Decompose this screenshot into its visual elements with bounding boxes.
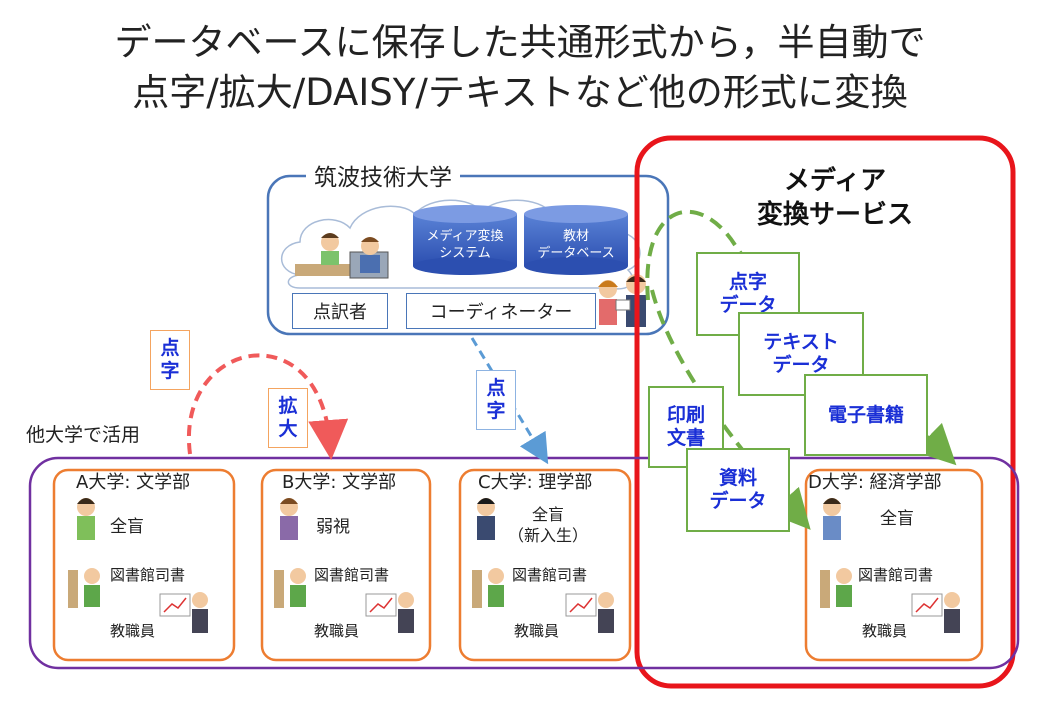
- tag-ebook: 電子書籍: [804, 374, 928, 456]
- univ-d-student: 全盲: [880, 509, 914, 529]
- univ-b-faculty: 教職員: [314, 622, 360, 640]
- univ-b-student: 弱視: [316, 517, 350, 537]
- braille-transcriber-label: 点訳者: [292, 293, 388, 329]
- media-service-box: [634, 135, 1016, 689]
- other-univ-label: 他大学で活用: [26, 424, 141, 446]
- univ-d-librarian: 図書館司書: [858, 566, 934, 584]
- arrow-print-to-d: [650, 289, 811, 530]
- page-title-line2: 点字/拡大/DAISY/テキストなど他の形式に変換: [132, 71, 908, 114]
- db-materials-icon: [524, 205, 628, 275]
- student-icon: [77, 498, 95, 540]
- coordinator-label: コーディネーター: [406, 293, 596, 329]
- db-materials-label: 教材 データベース: [537, 229, 615, 261]
- univ-c-student: 全盲 （新入生）: [508, 505, 589, 545]
- db-media-conversion-label: メディア変換 システム: [426, 229, 504, 261]
- arrow-a-to-b: [186, 353, 349, 460]
- univ-a-name: A大学: 文学部: [76, 472, 191, 493]
- librarian-icon: [472, 568, 504, 608]
- librarian-icon: [68, 568, 100, 608]
- univ-c-name: C大学: 理学部: [478, 472, 593, 493]
- univ-b-name: B大学: 文学部: [282, 472, 397, 493]
- univ-a-faculty: 教職員: [110, 622, 156, 640]
- univ-d-name: D大学: 経済学部: [808, 472, 942, 493]
- univ-c-faculty: 教職員: [514, 622, 560, 640]
- transcribers-icon: [295, 233, 389, 279]
- tag-braille-orange: 点 字: [150, 330, 190, 390]
- univ-d-faculty: 教職員: [862, 622, 908, 640]
- faculty-icon: [911, 592, 960, 633]
- univ-c-librarian: 図書館司書: [512, 566, 588, 584]
- librarian-icon: [820, 568, 852, 608]
- tag-printed-doc: 印刷 文書: [648, 386, 724, 468]
- tag-material-data: 資料 データ: [686, 448, 790, 532]
- faculty-icon: [565, 592, 614, 633]
- student-icon: [823, 498, 841, 540]
- faculty-icon: [365, 592, 414, 633]
- tag-braille-blue: 点 字: [476, 370, 516, 430]
- db-media-conversion-icon: [413, 205, 517, 275]
- tag-large-print: 拡 大: [268, 388, 308, 448]
- page-title-line1: データベースに保存した共通形式から，半自動で: [114, 21, 926, 64]
- student-icon: [280, 498, 298, 540]
- faculty-icon: [159, 592, 208, 633]
- librarian-icon: [274, 568, 306, 608]
- tsukuba-title: 筑波技術大学: [306, 158, 460, 192]
- univ-a-librarian: 図書館司書: [110, 566, 186, 584]
- univ-a-student: 全盲: [110, 517, 144, 537]
- media-service-title: メディア 変換サービス: [756, 166, 913, 230]
- student-icon: [477, 498, 495, 540]
- univ-b-librarian: 図書館司書: [314, 566, 390, 584]
